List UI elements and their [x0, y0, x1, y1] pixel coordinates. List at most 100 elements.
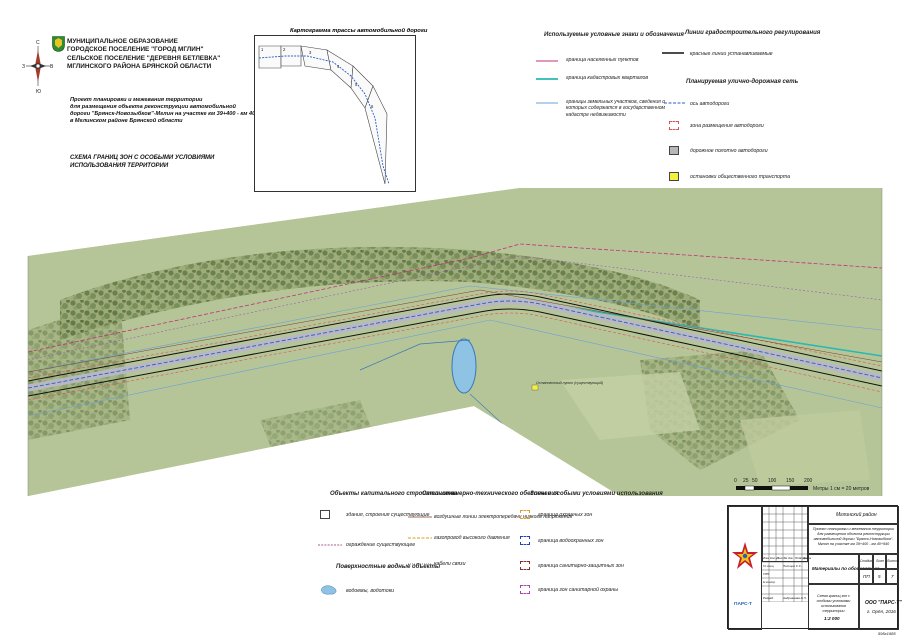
stamp-revision-grid	[762, 506, 808, 562]
legend-sanitary-protection-swatch	[520, 585, 530, 594]
legend-water-swatch	[321, 585, 337, 595]
power-line	[28, 289, 882, 373]
stamp-description: Проект планировки и межевания территории…	[812, 527, 895, 546]
keymap-sheet-3: 3	[309, 50, 312, 55]
legend-comm-cables: кабели связи	[434, 561, 466, 567]
legend-gas-pipeline: газопровод высокого давления	[434, 535, 510, 541]
legend-lines-header: Линии градостроительного регулирования	[685, 30, 821, 36]
stamp-col-sheets: Листов	[887, 559, 899, 563]
stamp-col-date: Дата	[803, 556, 811, 560]
scale-unit: Метры	[813, 486, 829, 492]
keymap-diagram: 1 2 3 4 5 6	[258, 45, 390, 185]
municipality-title: МУНИЦИПАЛЬНОЕ ОБРАЗОВАНИЕ ГОРОДСКОЕ ПОСЕ…	[67, 38, 221, 70]
stamp-drawing: Схема границ зон с особыми условиями исп…	[816, 594, 851, 613]
stamp-drawing-scale: 1:2 000	[824, 616, 840, 621]
bus-stop-marker	[531, 384, 539, 391]
stamp-district: Мглинский район	[836, 512, 877, 518]
legend-water-header: Поверхностные водные объекты	[336, 564, 441, 570]
keymap-box: 1 2 3 4 5 6	[254, 35, 416, 192]
stamp-grid-lines	[762, 506, 808, 602]
legend-power-lines: воздушные линии электропередачи низкого …	[434, 514, 573, 520]
stamp-company-cell	[859, 584, 899, 630]
scale-tick-150: 150	[786, 478, 795, 484]
compass-rose-icon: С Ю З В	[22, 40, 54, 94]
scale-tick-200: 200	[804, 478, 813, 484]
title-stamp: ПАРС-Т Мглинский район Проект планировки…	[727, 505, 902, 630]
legend-red-line-swatch	[662, 52, 684, 54]
legend-bus-stop-swatch	[669, 172, 679, 181]
legend-cadastral-boundary: граница кадастровых кварталов	[566, 75, 649, 81]
stamp-drawing-cell	[808, 584, 859, 630]
tree-belt-north	[60, 246, 700, 340]
legend-buildings-swatch	[320, 510, 330, 519]
stamp-section-cell	[808, 554, 859, 584]
legend-water-bodies: водоемы, водотоки	[346, 588, 395, 594]
scale-tick-50: 50	[752, 478, 758, 484]
legend-bus-stop: остановки общественного транспорта	[690, 174, 790, 180]
stamp-col-sheet: Лист	[876, 559, 885, 563]
keymap-sheet-1: 1	[261, 47, 264, 52]
legend-fence-swatch	[318, 544, 342, 546]
legend-buildings: здания, строения существующие	[346, 512, 430, 518]
compass-s: Ю	[36, 89, 41, 94]
legend-sanitary-zone: граница санитарно-защитных зон	[538, 563, 624, 569]
stamp-name-3: Андрианова Н.Л.	[783, 596, 807, 600]
settlement-boundary-line	[28, 243, 882, 353]
legend-road-surface: дорожное полотно автодороги	[690, 148, 768, 154]
protection-zone-line	[28, 255, 882, 361]
land-plot-line-2	[28, 319, 882, 417]
stamp-city: г. Орёл, 2016	[867, 609, 896, 614]
compass-e: В	[50, 64, 54, 70]
compass-n: С	[36, 40, 40, 46]
legend-settlement-boundary: граница населенных пунктов	[566, 57, 639, 63]
road-zone-outer-2	[28, 312, 882, 401]
scale-tick-100: 100	[768, 478, 777, 484]
stamp-description-cell	[808, 524, 899, 554]
stamp-col-doc: № док.	[784, 556, 794, 560]
project-title: Проект планировки и межевания территории…	[70, 97, 268, 124]
legend-capital-header: Объекты капитального строительства	[330, 491, 458, 497]
road-axis	[28, 300, 882, 389]
legend-engineering-swatches	[408, 516, 432, 565]
tree-belt-west	[28, 300, 130, 440]
format-note: 595х1685	[878, 631, 896, 636]
road-zone-outer	[28, 290, 882, 379]
keymap-sheet-2: 2	[283, 47, 286, 52]
legend-protection-zone: граница охранных зон	[538, 512, 593, 518]
stamp-col-list: Лист	[777, 556, 785, 560]
legend-road-zone: зона размещения автодороги	[690, 123, 764, 129]
stamp-col-koluch: Кол.уч.	[770, 556, 780, 560]
bus-stop-label: Остановочный пункт (существующий)	[536, 381, 603, 385]
keymap-title: Картограмма трассы автомобильной дороги	[290, 28, 428, 34]
legend-road-axis: ось автодороги	[690, 101, 730, 107]
keymap-sheet-5: 5	[355, 82, 358, 87]
legend-road-axis-swatch	[664, 102, 686, 104]
legend-sanitary-zone-swatch	[520, 561, 530, 570]
legend-land-plots: границы земельных участков, сведения о к…	[566, 99, 665, 118]
stamp-district-cell	[808, 506, 899, 524]
legend-zones-header: Зоны с особыми условиями использования	[530, 491, 663, 497]
stamp-name-0: Лисицин С.С.	[783, 564, 802, 568]
legend-network-header: Планируемая улично-дорожная сеть	[686, 79, 799, 85]
stamp-role-2: Н.контр.	[763, 580, 776, 584]
legend-conventions-header: Используемые условные знаки и обозначени…	[544, 32, 684, 38]
land-plot-line-1	[28, 285, 882, 373]
stamp-col-stage: Стадия	[860, 559, 872, 563]
keymap-sheet-6: 6	[371, 104, 374, 109]
red-line-north	[28, 293, 882, 382]
company-logo-text: ПАРС-Т	[734, 602, 752, 607]
schema-title: СХЕМА ГРАНИЦ ЗОН С ОСОБЫМИ УСЛОВИЯМИ ИСП…	[70, 155, 215, 169]
red-line-south	[28, 308, 882, 397]
legend-water-zone: граница водоохранных зон	[538, 538, 604, 544]
stamp-role-0: Гл.спец.	[763, 564, 775, 568]
pond	[451, 338, 477, 394]
stamp-role-1: ГИП	[763, 572, 769, 576]
stamp-logo-cell	[728, 506, 762, 630]
stamp-section: Материалы по обоснованию	[812, 566, 880, 571]
stamp-sheet: 5	[878, 574, 881, 579]
compass-w: З	[22, 64, 25, 70]
stamp-company: ООО "ПАРС-Т"	[865, 600, 902, 606]
legend-road-surface-swatch	[669, 146, 679, 155]
scale-tick-25: 25	[743, 478, 749, 484]
